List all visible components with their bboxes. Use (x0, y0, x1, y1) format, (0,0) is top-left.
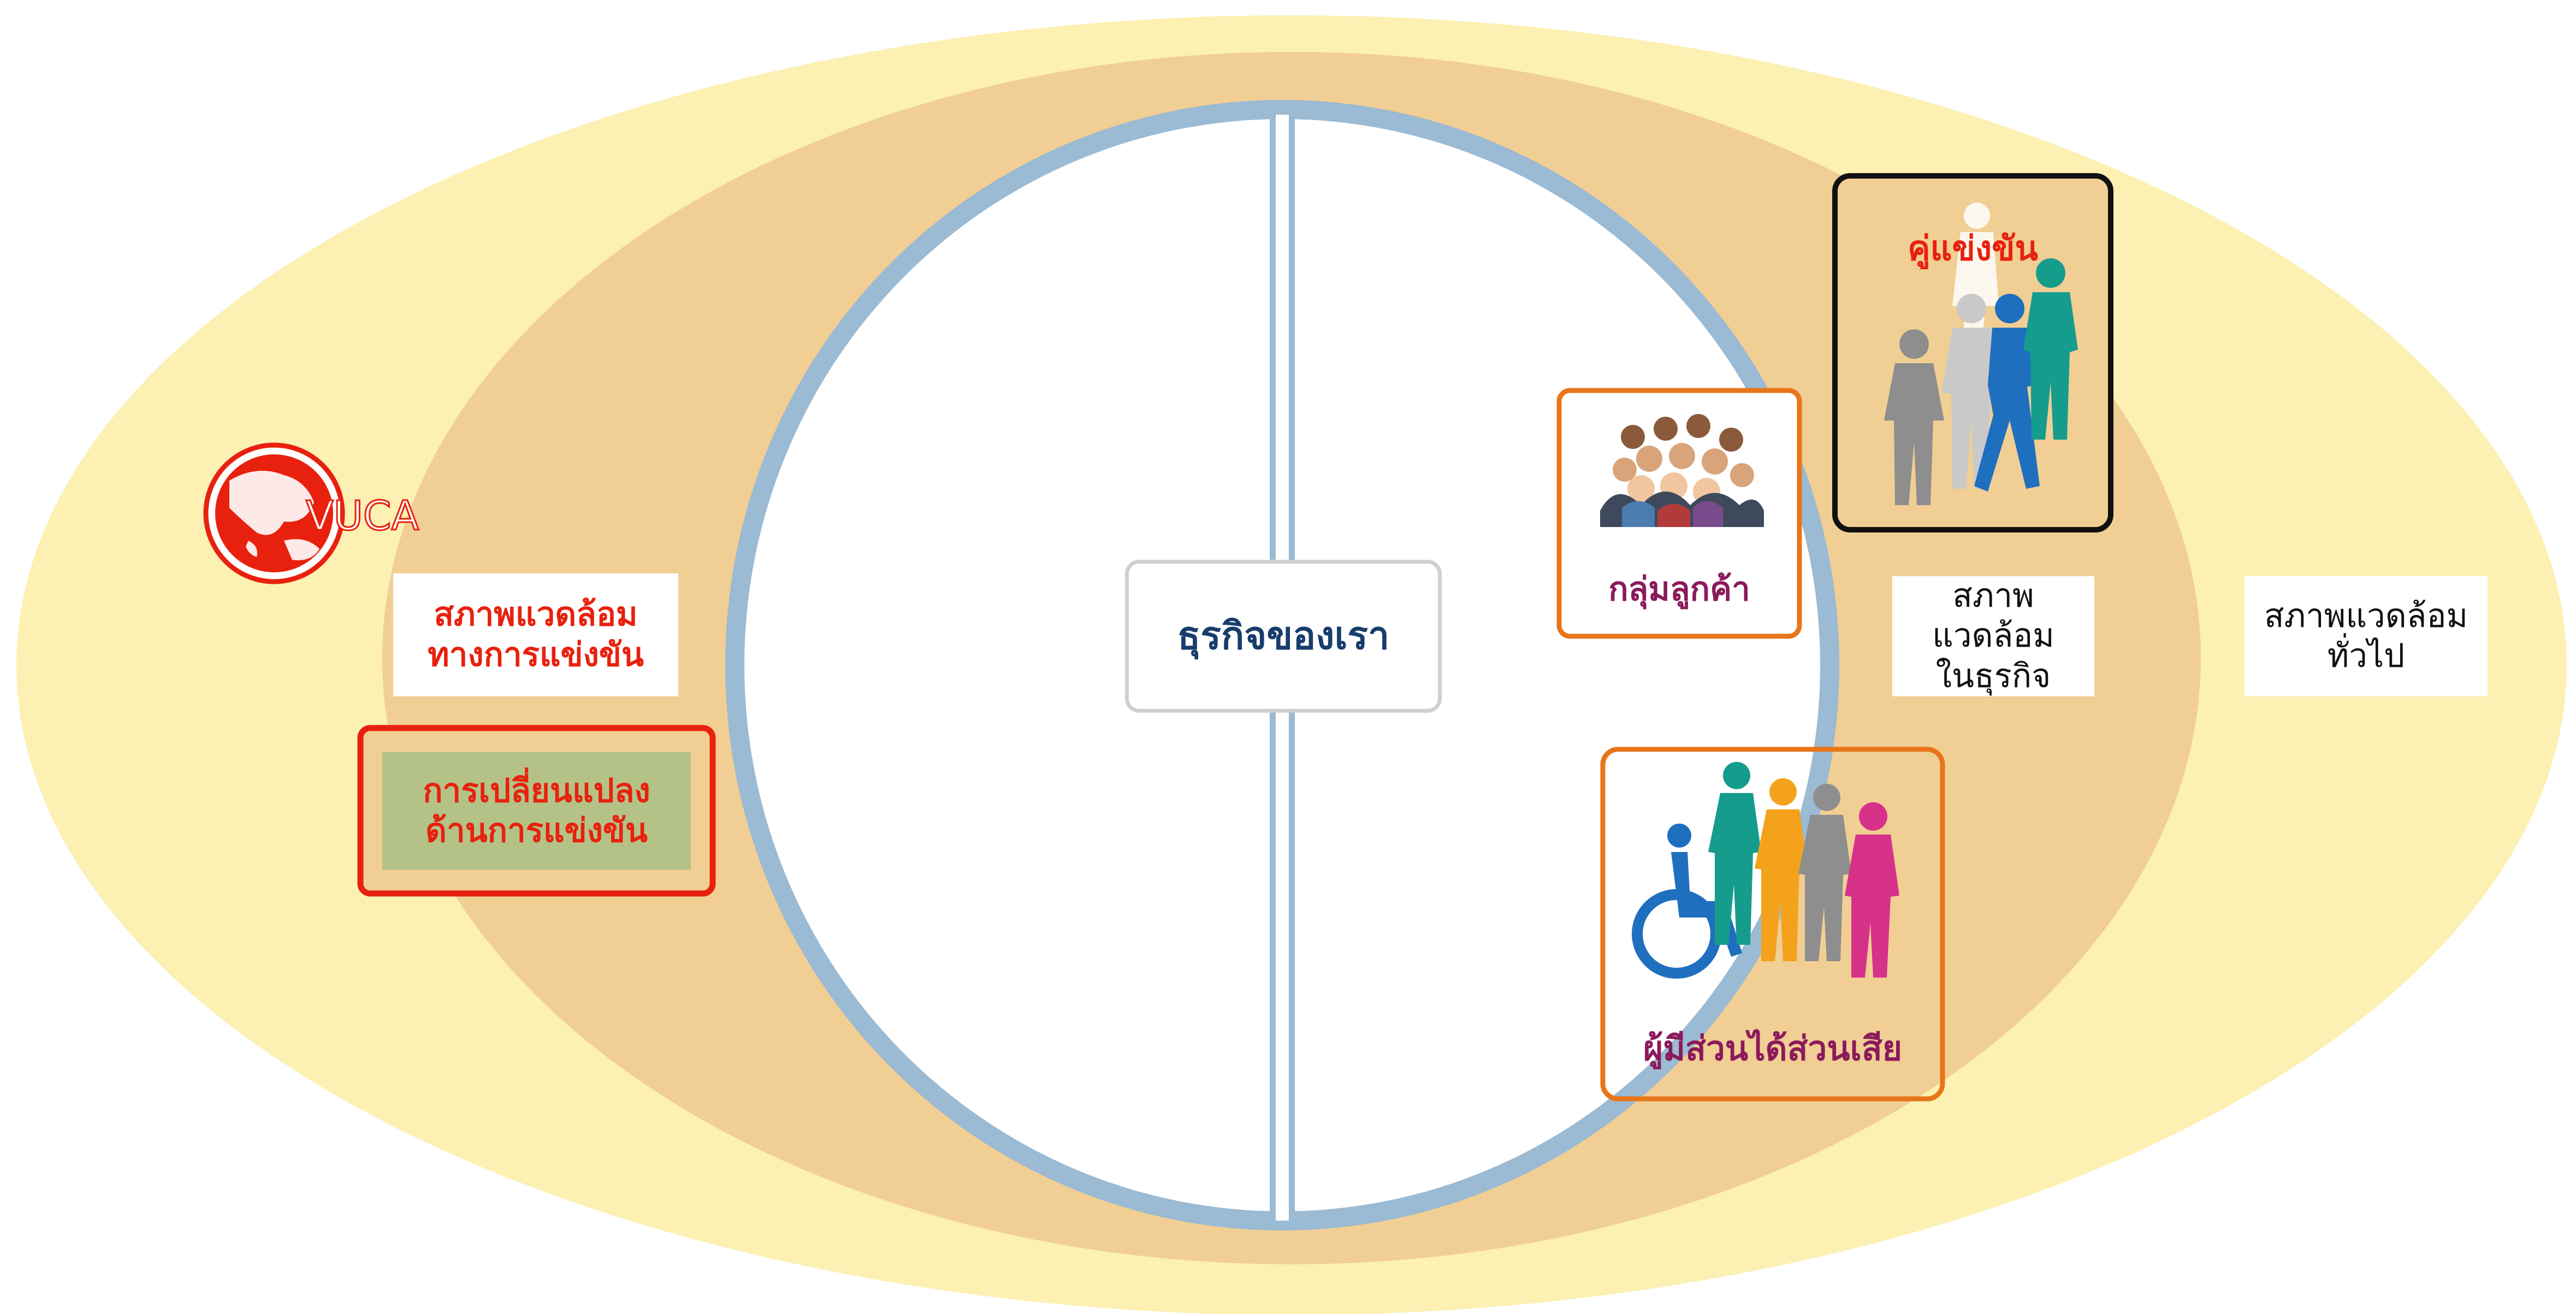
business-environment-label: สภาพแวดล้อม ในธุรกิจ (1892, 576, 2094, 696)
people-group-icon (1600, 414, 1764, 527)
our-business-title: ธุรกิจของเรา (1125, 560, 1442, 713)
competitors-people-icon (1884, 203, 2078, 505)
stakeholders-label: ผู้มีส่วนได้ส่วนเสีย (1643, 1028, 1903, 1069)
general-environment-label: สภาพแวดล้อม ทั่วไป (2245, 576, 2488, 696)
customer-group-label: กลุ่มลูกค้า (1608, 570, 1750, 609)
competitive-change-label: การเปลี่ยนแปลง ด้านการแข่งขัน (423, 771, 650, 850)
stakeholders-people-icon (1632, 762, 1899, 979)
competitive-environment-label: สภาพแวดล้อม ทางการแข่งขัน (393, 573, 678, 696)
globe-icon (203, 442, 345, 584)
vuca-label: VUCA (305, 492, 420, 540)
stakeholders-frame (1600, 747, 1945, 1102)
competitors-label: คู่แข่งขัน (1908, 228, 2038, 269)
